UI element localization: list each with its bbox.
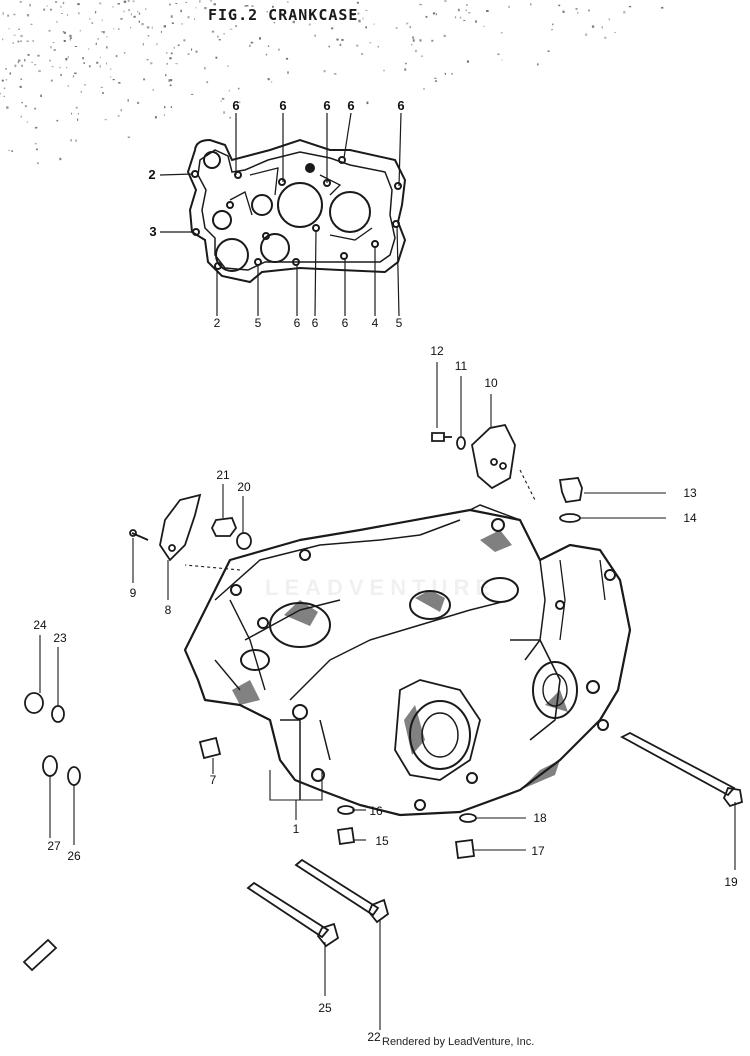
callout-12: 12 (430, 344, 444, 358)
watermark-text: LEADVENTURE (265, 575, 497, 600)
gasket-callout-6e: 6 (397, 98, 405, 113)
part-leaders (39, 362, 736, 1030)
gasket-callout-5a: 5 (254, 316, 262, 330)
callout-25: 25 (318, 1001, 332, 1015)
callout-22: 22 (367, 1030, 381, 1044)
figure-title: FIG.2 CRANKCASE (208, 6, 359, 24)
callout-16: 16 (369, 804, 383, 818)
crankcase-body (183, 504, 632, 817)
gasket-callout-6f: 6 (293, 316, 301, 330)
parts (22, 423, 744, 972)
gasket-callout-4: 4 (371, 316, 379, 330)
callout-9: 9 (129, 586, 137, 600)
gasket-callout-6b: 6 (279, 98, 287, 113)
callout-26: 26 (67, 849, 81, 863)
callout-19: 19 (724, 875, 738, 889)
callout-13: 13 (683, 486, 697, 500)
gasket-callout-6g: 6 (311, 316, 319, 330)
callout-24: 24 (33, 618, 47, 632)
callout-14: 14 (683, 511, 697, 525)
callout-8: 8 (164, 603, 172, 617)
callout-10: 10 (484, 376, 498, 390)
gasket-leaders (159, 112, 402, 317)
render-credit: Rendered by LeadVenture, Inc. (382, 1036, 535, 1048)
crankcase-shading (232, 530, 568, 790)
callout-1: 1 (292, 822, 300, 836)
gasket-callout-6a: 6 (232, 98, 240, 113)
callout-17: 17 (531, 844, 545, 858)
callout-20: 20 (237, 480, 251, 494)
gasket-callout-2-bottom: 2 (213, 316, 221, 330)
callout-15: 15 (375, 834, 389, 848)
callout-7: 7 (209, 773, 217, 787)
gasket-callout-6h: 6 (341, 316, 349, 330)
gasket-callout-6c: 6 (323, 98, 331, 113)
gasket-callout-3: 3 (149, 224, 157, 239)
gasket-callout-2-left: 2 (148, 167, 156, 182)
gasket-callout-6d: 6 (347, 98, 355, 113)
gasket-callout-5b: 5 (395, 316, 403, 330)
scan-speckle (0, 0, 664, 165)
callout-21: 21 (216, 468, 230, 482)
callout-23: 23 (53, 631, 67, 645)
crankcase-gasket (186, 138, 407, 284)
callout-11: 11 (454, 359, 468, 373)
callout-18: 18 (533, 811, 547, 825)
callout-27: 27 (47, 839, 61, 853)
